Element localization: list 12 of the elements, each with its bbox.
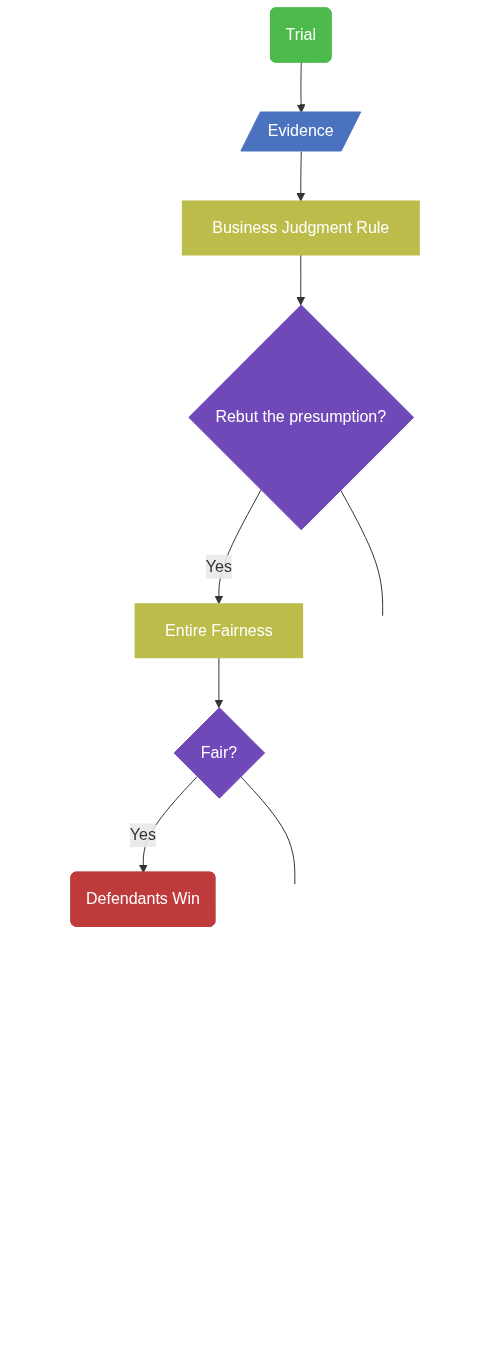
- edge-label: Yes: [130, 826, 157, 844]
- edge-label: Yes: [206, 557, 233, 575]
- arrow: [214, 657, 224, 709]
- arrow: [297, 62, 306, 113]
- arrow: [296, 151, 306, 202]
- node-diamond: Fair?: [174, 707, 266, 799]
- node-box: Business Judgment Rule: [182, 200, 421, 256]
- arrow: [296, 254, 306, 306]
- node-box: Entire Fairness: [134, 603, 304, 659]
- node-diamond: Rebut the presumption?: [188, 304, 415, 531]
- connector: [340, 489, 384, 617]
- connector: [240, 776, 296, 885]
